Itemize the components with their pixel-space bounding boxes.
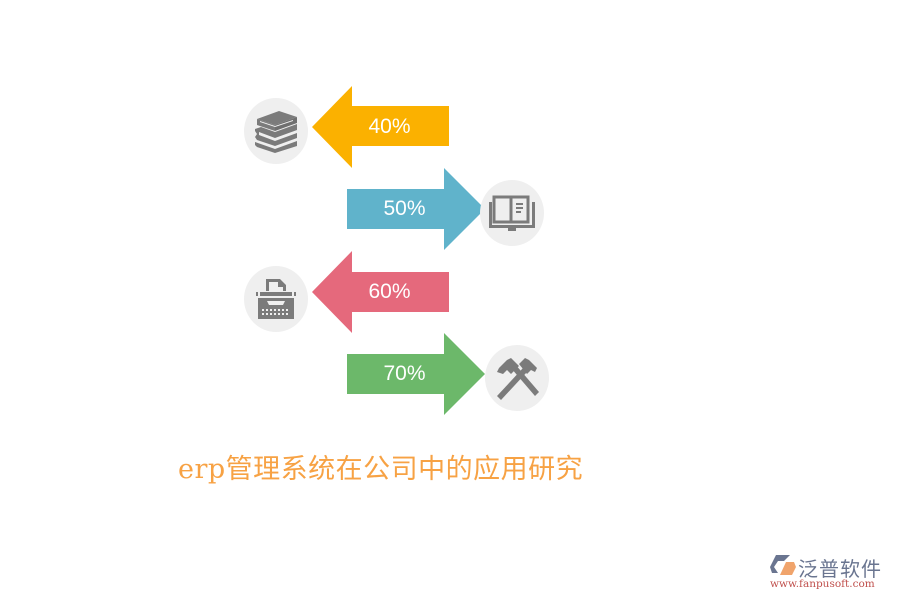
- typewriter-circle: [244, 266, 308, 332]
- arrow-50: 50%: [347, 168, 485, 250]
- open-book-icon: [489, 195, 535, 231]
- arrow-70: 70%: [347, 333, 485, 415]
- brand-logo[interactable]: 泛普软件 www.fanpusoft.com: [768, 553, 893, 593]
- books-stack-icon: [255, 111, 297, 153]
- logo-url: www.fanpusoft.com: [770, 578, 875, 590]
- open-book-circle: [480, 180, 544, 246]
- arrow-60: 60%: [312, 251, 449, 333]
- arrow-label: 70%: [383, 362, 426, 385]
- books-circle: [244, 98, 308, 164]
- typewriter-icon: [256, 279, 296, 319]
- arrow-40: 40%: [312, 86, 449, 168]
- arrow-label: 50%: [383, 197, 426, 220]
- fanpu-logo-icon: [770, 555, 796, 575]
- hammers-circle: [485, 345, 549, 411]
- crossed-hammers-icon: [497, 358, 539, 400]
- arrow-label: 40%: [368, 115, 411, 138]
- logo-name: 泛普软件: [798, 557, 882, 581]
- arrow-label: 60%: [368, 280, 411, 303]
- page-title: erp管理系统在公司中的应用研究: [178, 454, 584, 485]
